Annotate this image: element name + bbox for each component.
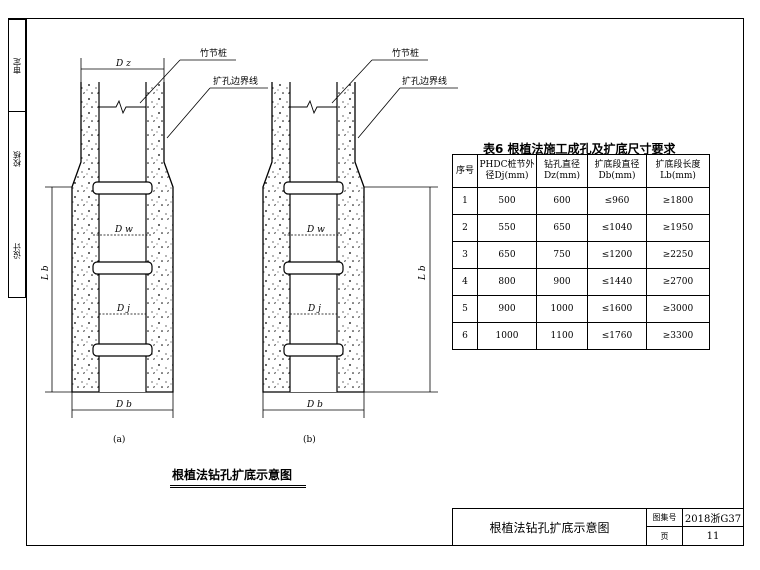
table-cell: 1000 — [477, 322, 537, 350]
table-cell: 1 — [452, 187, 478, 215]
table-cell: 550 — [477, 214, 537, 242]
table-cell: 900 — [536, 268, 588, 296]
label-boundary-b: 扩孔边界线 — [402, 75, 447, 87]
spec-table: 序号 PHDC桩节外径Dj(mm) 钻孔直径Dz(mm) 扩底段直径Db(mm)… — [452, 154, 710, 350]
table-cell: ≤1600 — [587, 295, 647, 323]
label-lb-a: L b — [41, 265, 51, 281]
drawing-frame — [26, 18, 744, 546]
drawing-caption: 根植法钻孔扩底示意图 — [172, 468, 293, 482]
page-number: 11 — [706, 530, 720, 542]
label-dj-a: D j — [116, 304, 130, 314]
label-view-a: (a) — [113, 434, 125, 445]
label-dw-b: D w — [306, 225, 325, 235]
table-header-cell: PHDC桩节外径Dj(mm) — [477, 154, 537, 188]
pile-diagram-a — [71, 81, 174, 393]
table-cell: ≤1040 — [587, 214, 647, 242]
table-cell: 650 — [536, 214, 588, 242]
pile-diagram-b — [262, 81, 365, 393]
title-block: 根植法钻孔扩底示意图 图集号 2018浙G37 页 11 — [452, 508, 744, 546]
table-header-cell: 扩底段长度Lb(mm) — [646, 154, 710, 188]
signature-strip: 审定 校核 设计 — [8, 18, 26, 298]
label-lb-b: L b — [418, 265, 428, 281]
table-cell: 800 — [477, 268, 537, 296]
atlas-label: 图集号 — [647, 509, 683, 527]
table-cell: 500 — [477, 187, 537, 215]
table-header-row: 序号 PHDC桩节外径Dj(mm) 钻孔直径Dz(mm) 扩底段直径Db(mm)… — [452, 154, 710, 188]
table-cell: ≥2250 — [646, 241, 710, 269]
table-cell: ≥3000 — [646, 295, 710, 323]
table-cell: 650 — [477, 241, 537, 269]
label-db-b: D b — [306, 400, 323, 410]
table-cell: ≤1200 — [587, 241, 647, 269]
label-pile-a: 竹节桩 — [200, 47, 227, 59]
label-dz: D z — [115, 59, 131, 69]
table-cell: 5 — [452, 295, 478, 323]
table-cell: 4 — [452, 268, 478, 296]
label-pile-b: 竹节桩 — [392, 47, 419, 59]
table-cell: 1000 — [536, 295, 588, 323]
table-cell: ≥1950 — [646, 214, 710, 242]
page-label: 页 — [647, 527, 683, 545]
label-boundary-a: 扩孔边界线 — [213, 75, 258, 87]
label-dw-a: D w — [114, 225, 133, 235]
table-cell: 750 — [536, 241, 588, 269]
atlas-number: 2018浙G37 — [683, 509, 743, 527]
table-cell: 3 — [452, 241, 478, 269]
label-dj-b: D j — [307, 304, 321, 314]
table-cell: ≥3300 — [646, 322, 710, 350]
table-cell: 600 — [536, 187, 588, 215]
table-cell: 900 — [477, 295, 537, 323]
table-cell: ≥2700 — [646, 268, 710, 296]
table-cell: ≤1760 — [587, 322, 647, 350]
caption-underline — [170, 485, 306, 488]
table-header-cell: 扩底段直径Db(mm) — [587, 154, 647, 188]
table-header-cell: 序号 — [452, 154, 478, 188]
table-cell: ≤1440 — [587, 268, 647, 296]
table-cell: ≤960 — [587, 187, 647, 215]
table-cell: 2 — [452, 214, 478, 242]
table-cell: 1100 — [536, 322, 588, 350]
table-header-cell: 钻孔直径Dz(mm) — [536, 154, 588, 188]
label-db-a: D b — [115, 400, 132, 410]
table-title: 表6 根植法施工成孔及扩底尺寸要求 — [483, 142, 676, 156]
table-cell: ≥1800 — [646, 187, 710, 215]
label-view-b: (b) — [303, 434, 316, 445]
table-cell: 6 — [452, 322, 478, 350]
title-block-title: 根植法钻孔扩底示意图 — [453, 509, 647, 545]
